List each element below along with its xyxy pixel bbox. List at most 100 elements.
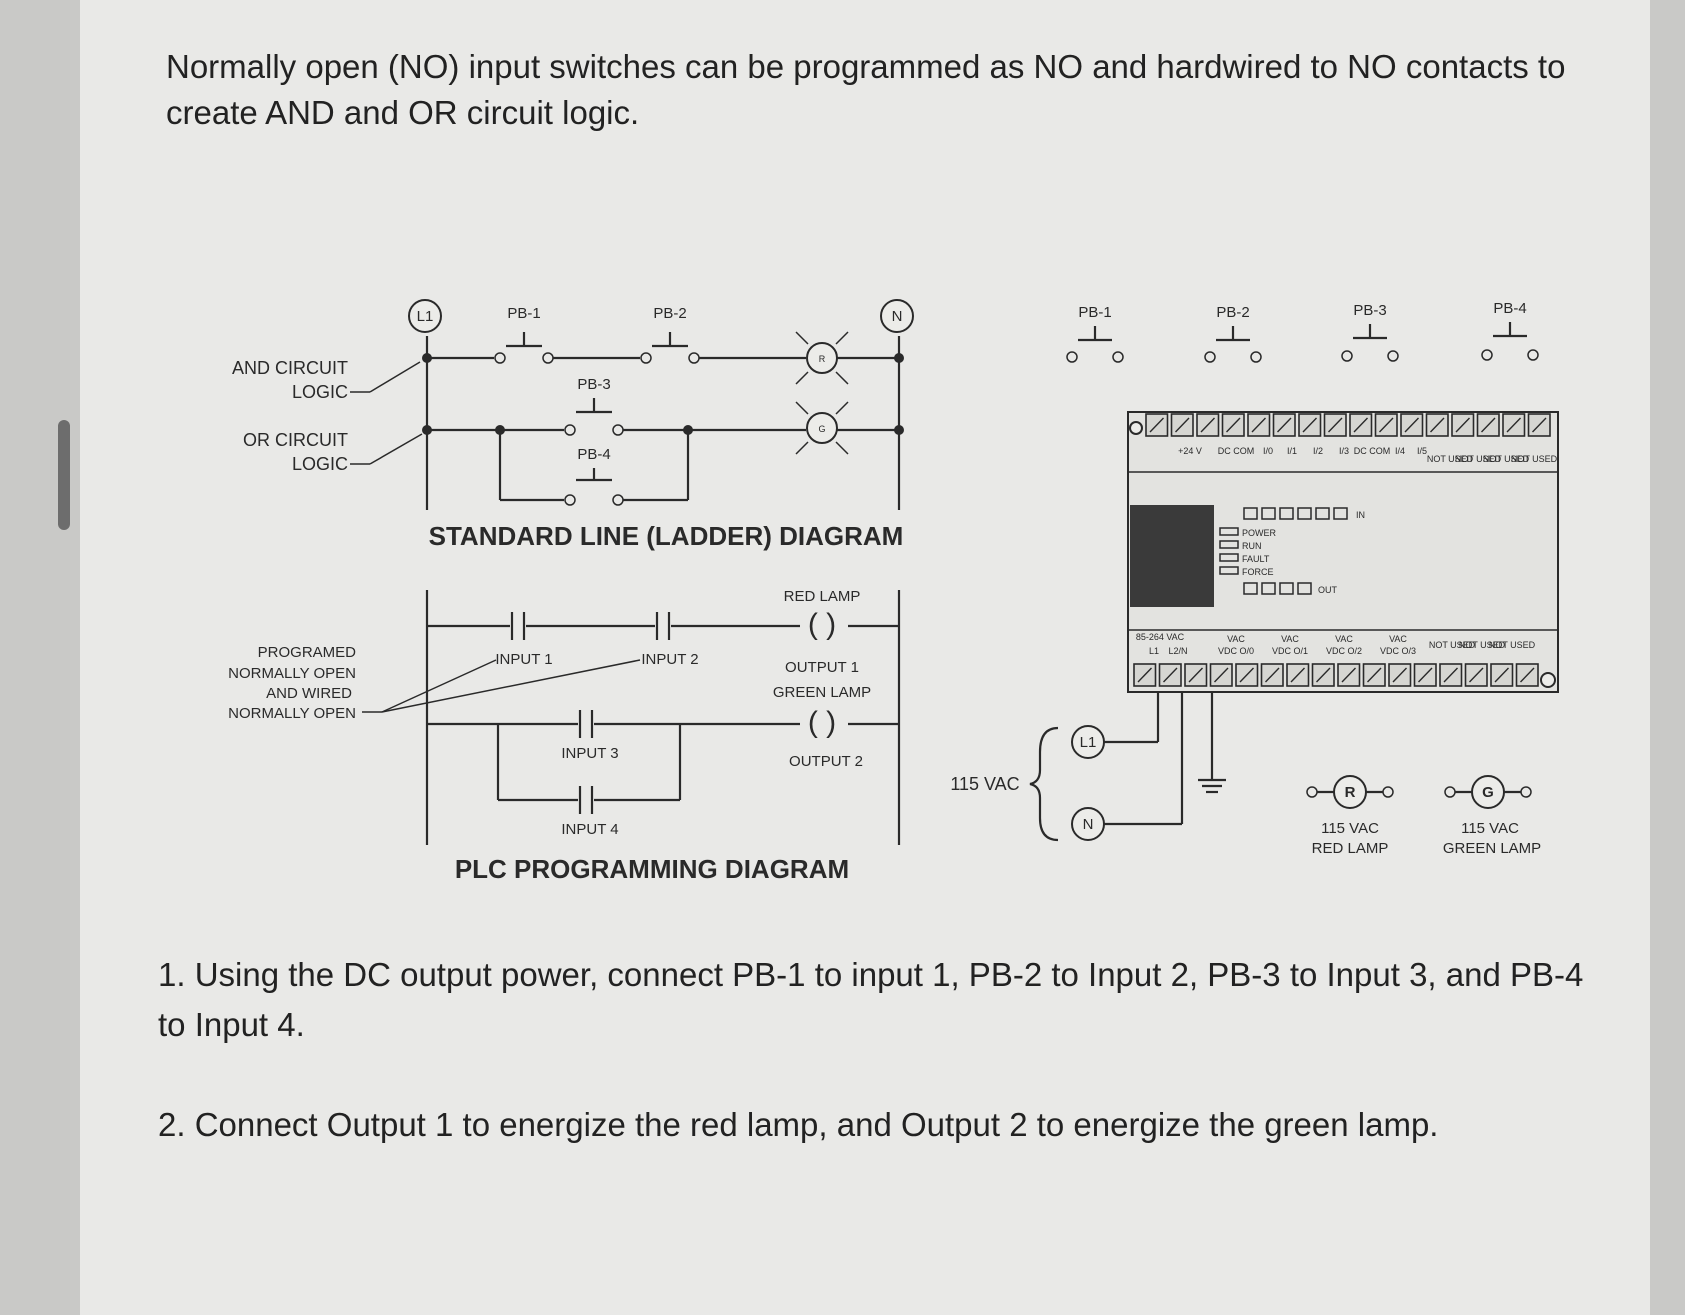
ladder-diagram: L1 N PB-1 PB-2 R PB-3 — [232, 299, 914, 551]
top-screw-slot — [1200, 417, 1216, 433]
green-lamp-wiring: G 115 VAC GREEN LAMP — [1443, 775, 1541, 857]
ladder-lamp-r: R — [819, 354, 826, 364]
plc-diagram-title: PLC PROGRAMMING DIAGRAM — [455, 854, 849, 884]
wiring-pb3-label: PB-3 — [1353, 302, 1386, 319]
plc-display-block — [1130, 505, 1214, 607]
and-circuit-label-1: AND CIRCUIT — [232, 358, 348, 378]
pb1-switch: PB-1 — [1066, 304, 1124, 363]
plc-input4-label: INPUT 4 — [561, 821, 618, 838]
bottom-screw-slot — [1366, 667, 1382, 683]
wiring-lamp-r: R — [1345, 784, 1356, 801]
plc-red-lamp-label: RED LAMP — [784, 588, 861, 605]
green-lamp-icon — [806, 412, 838, 444]
programmed-label-2: NORMALLY OPEN — [228, 665, 356, 682]
bottom-screw-slot — [1494, 667, 1510, 683]
wiring-n-label: N — [1083, 816, 1094, 833]
ladder-lamp-g: G — [818, 424, 825, 434]
bottom-screw-slot — [1341, 667, 1357, 683]
red-lamp-label-2: RED LAMP — [1312, 840, 1389, 857]
top-screw-slot — [1429, 417, 1445, 433]
bottom-screw-slot — [1519, 667, 1535, 683]
top-screw-slot — [1378, 417, 1394, 433]
ladder-pb2-label: PB-2 — [653, 305, 686, 322]
top-term-label-8: I/5 — [1417, 446, 1427, 456]
wiring-lamp-g: G — [1482, 784, 1494, 801]
bottom-term-label-3: VAC — [1227, 634, 1245, 644]
bottom-screw-slot — [1264, 667, 1280, 683]
top-screw-slot — [1225, 417, 1241, 433]
plc-programming-diagram: ( ) INPUT 1 INPUT 2 RED LAMP OUTPUT 1 GR… — [228, 588, 901, 884]
pb2-switch: PB-2 — [1204, 304, 1262, 363]
bottom-screw-slot — [1417, 667, 1433, 683]
bottom-term-label-0: 85-264 VAC — [1136, 632, 1185, 642]
top-term-label-9: NOT USED — [1427, 454, 1474, 464]
bottom-term-label-10: VDC O/3 — [1380, 646, 1416, 656]
or-circuit-label-1: OR CIRCUIT — [243, 430, 348, 450]
bottom-screw-slot — [1468, 667, 1484, 683]
bottom-term-label-8: VDC O/2 — [1326, 646, 1362, 656]
ladder-pb3-label: PB-3 — [577, 376, 610, 393]
bottom-screw-slot — [1137, 667, 1153, 683]
ladder-l1-label: L1 — [417, 308, 434, 325]
top-term-label-1: DC COM — [1218, 446, 1255, 456]
programmed-label-3: AND WIRED — [266, 685, 352, 702]
ind-force: FORCE — [1242, 567, 1274, 577]
top-screw-slot — [1353, 417, 1369, 433]
top-terminal-labels: +24 V DC COM I/0 I/1 I/2 I/3 DC COM I/4 … — [1178, 446, 1558, 464]
top-term-label-3: I/1 — [1287, 446, 1297, 456]
instruction-2: 2. Connect Output 1 to energize the red … — [158, 1106, 1439, 1143]
top-terminal-strip — [1145, 413, 1551, 437]
ind-in-label: IN — [1356, 510, 1365, 520]
bottom-screw-slot — [1188, 667, 1204, 683]
top-term-label-10: NOT USED — [1455, 454, 1502, 464]
top-screw-slot — [1404, 417, 1420, 433]
output1-coil: ( ) — [808, 608, 836, 641]
top-screw-slot — [1455, 417, 1471, 433]
pb3-switch: PB-3 — [1341, 302, 1399, 362]
bottom-term-label-11: NOT USED — [1429, 640, 1476, 650]
top-screw-slot — [1480, 417, 1496, 433]
plc-input1-label: INPUT 1 — [495, 651, 552, 668]
bottom-term-label-13: NOT USED — [1489, 640, 1536, 650]
bottom-screw-slot — [1392, 667, 1408, 683]
bottom-term-label-12: NOT USED — [1459, 640, 1506, 650]
top-screw-slot — [1149, 417, 1165, 433]
plc-output2-label: OUTPUT 2 — [789, 753, 863, 770]
bottom-terminal-labels: 85-264 VAC L1 L2/N VAC VDC O/0 VAC VDC O… — [1136, 632, 1536, 656]
n-terminal — [880, 299, 914, 333]
top-screw-slot — [1327, 417, 1343, 433]
ind-run: RUN — [1242, 541, 1262, 551]
bottom-term-label-2: L2/N — [1168, 646, 1187, 656]
bottom-terminal-strip — [1133, 663, 1539, 687]
bottom-term-label-6: VDC O/1 — [1272, 646, 1308, 656]
top-term-label-11: NOT USED — [1483, 454, 1530, 464]
pb4-switch: PB-4 — [1481, 300, 1539, 361]
top-term-label-4: I/2 — [1313, 446, 1323, 456]
wiring-pb4-label: PB-4 — [1493, 300, 1526, 317]
and-circuit-label-2: LOGIC — [292, 382, 348, 402]
plc-output1-label: OUTPUT 1 — [785, 659, 859, 676]
wiring-pb1-label: PB-1 — [1078, 304, 1111, 321]
ladder-n-label: N — [892, 308, 903, 325]
ladder-pb1-label: PB-1 — [507, 305, 540, 322]
red-lamp-wiring: R 115 VAC RED LAMP — [1306, 775, 1394, 857]
bottom-term-label-1: L1 — [1149, 646, 1159, 656]
top-term-label-12: NOT USED — [1511, 454, 1558, 464]
plc-input3-label: INPUT 3 — [561, 745, 618, 762]
bottom-term-label-7: VAC — [1335, 634, 1353, 644]
bottom-screw-slot — [1315, 667, 1331, 683]
input-indicators: IN — [1243, 507, 1365, 520]
top-term-label-0: +24 V — [1178, 446, 1202, 456]
l1-terminal — [408, 299, 442, 333]
programmed-label-1: PROGRAMED — [258, 644, 357, 661]
red-lamp-label-1: 115 VAC — [1321, 820, 1379, 837]
intro-text: Normally open (NO) input switches can be… — [166, 48, 1566, 131]
ind-power: POWER — [1242, 528, 1277, 538]
bottom-term-label-5: VAC — [1281, 634, 1299, 644]
green-lamp-label-2: GREEN LAMP — [1443, 840, 1541, 857]
ladder-pb4-label: PB-4 — [577, 446, 610, 463]
bottom-screw-slot — [1443, 667, 1459, 683]
bottom-screw-slot — [1290, 667, 1306, 683]
green-lamp-label-1: 115 VAC — [1461, 820, 1519, 837]
ind-out-label: OUT — [1318, 585, 1338, 595]
